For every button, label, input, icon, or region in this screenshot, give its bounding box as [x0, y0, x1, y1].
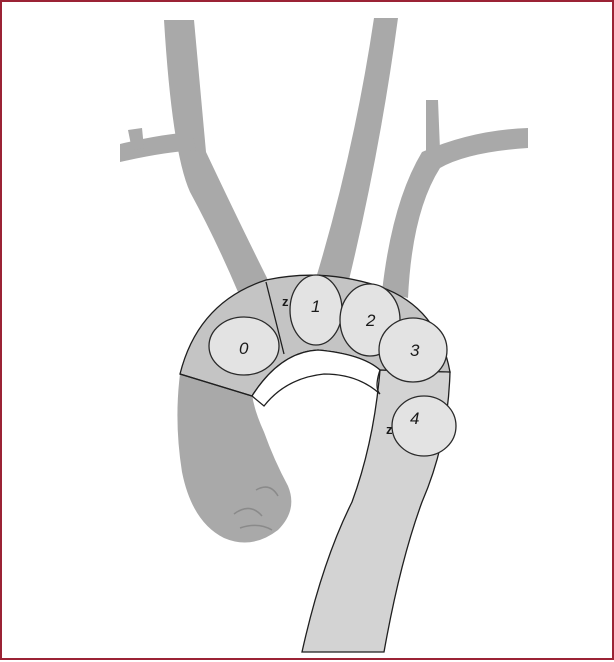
zone-3-label: 3 — [410, 341, 420, 360]
brachiocephalic-trunk — [164, 20, 268, 292]
zone-0: 0 — [209, 317, 279, 375]
zone-4-ellipse — [392, 396, 456, 456]
zone-2-label: 2 — [365, 311, 376, 330]
left-subclavian — [382, 128, 528, 298]
zone-0-label: 0 — [239, 339, 249, 358]
zone-1-label: 1 — [311, 297, 320, 316]
supra-aortic-branches — [120, 18, 528, 298]
ascending-aorta — [177, 374, 291, 543]
zone-4: 4 — [392, 396, 456, 456]
stray-mark-top: z — [282, 294, 289, 309]
zone-3: 3 — [379, 318, 447, 382]
left-subclavian-stub — [426, 100, 440, 152]
zone-1: 1 — [290, 275, 342, 345]
zone-4-label: 4 — [410, 409, 419, 428]
left-common-carotid — [316, 18, 398, 284]
